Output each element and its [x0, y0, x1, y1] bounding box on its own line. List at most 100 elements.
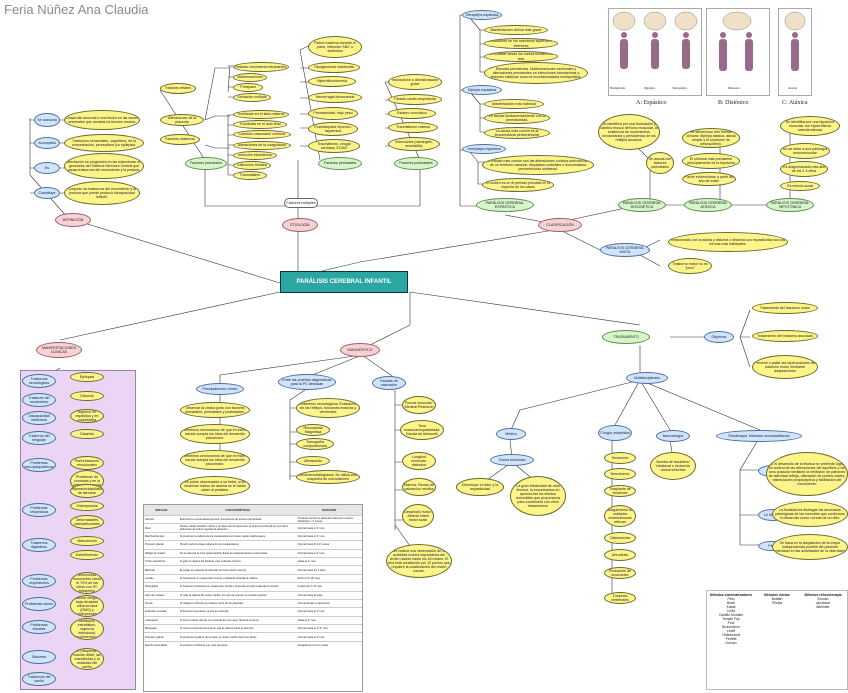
discinetica-node: PARÁLISIS CEREBRAL DISCINÉTICA: [618, 198, 666, 212]
table-cell: Moro: [144, 523, 179, 533]
table-cell: Normal hasta 9º-10º meses: [296, 540, 362, 550]
fig-cap-3: Tetraplejía: [672, 86, 687, 90]
cirugia-item: Fusiones vertebrales: [604, 592, 636, 604]
neuro-item-1: Bomba de baclofeno intratecal o rizotomí…: [650, 452, 696, 480]
cirugia-item: Osteotomías: [604, 532, 636, 544]
center-title: PARÁLISIS CEREBRAL INFANTIL: [280, 271, 408, 293]
manifestacion-key: Problemas neuropsiquiátricos: [22, 458, 56, 472]
clinico-item-2: Debemos cerciorarnos de que el recién na…: [180, 424, 250, 444]
fetal-item-1: Retardo crecimiento intrauterino: [233, 62, 289, 72]
espastica-node: PARÁLISIS CEREBRAL ESPÁSTICA: [476, 198, 534, 212]
manifestacion-key: Sialorrea: [22, 650, 56, 664]
escalas-node: Escalas de valoración: [372, 376, 406, 390]
peri-item-7: Traumatismo, cirugía cardíaca, ECMO: [308, 139, 360, 153]
peri-item-4: Hemorragia intracraneal: [308, 92, 362, 103]
manifestacion-key: Trastornos neurológicos: [22, 374, 56, 388]
table-cell: Prensión plantar: [144, 540, 179, 550]
disc-asoc: Se asocia con factores perinatales: [646, 152, 674, 174]
hipo-item-1: Se identifica por una hipotonía muscular…: [780, 116, 840, 136]
table-cell: Estímulo la mucosa labial provoca movimi…: [178, 514, 297, 524]
table-header-duracion: DURACIÓN: [296, 505, 362, 516]
fig-cap-4: Distonía: [728, 86, 740, 90]
table-cell: Presión sobre la base cabeza de los meta…: [178, 540, 297, 550]
cirugia-item: Trasplante de tendones: [604, 485, 636, 497]
manifestacion-value: Padecen riesgo de baja densidad mineral …: [70, 595, 104, 617]
medico-item-1: Disminuye el dolor y la espasticidad: [456, 478, 504, 496]
reflejos-table: REFLEJO CARACTERÍSTICAS DURACIÓN Succión…: [143, 504, 363, 692]
placenta-node: Alteraciones de la placenta: [160, 114, 204, 126]
table-cell: Recién nacido decúbito supino y se deja …: [178, 523, 297, 533]
prueba-item-2: Resonancia Magnética: [296, 424, 330, 436]
materno-item-3: Disfunción tiroidea: [233, 161, 271, 170]
multidisciplinario-node: Multidisciplinario: [626, 372, 668, 384]
table-cell: Normal hasta 15 días: [296, 590, 362, 600]
escala-item-3: Longitud muscular: distónica: [402, 452, 436, 470]
prueba-item-5: Electroencefalograma: Se utiliza ante so…: [296, 470, 360, 484]
dipl-item-3: La causa más común es la leucomalacia pe…: [484, 127, 550, 139]
fig-cap-5: Ataxia: [788, 86, 798, 90]
metodo-item: Holtebrandt: [722, 633, 740, 637]
manifestacion-value: Deformidades osteoarticulares: [70, 515, 104, 529]
table-cell: Ocular: [144, 598, 179, 608]
objetivos-node: Objetivos: [704, 331, 734, 343]
atax-item-1: Se diferencian tres formas clínicas: dip…: [682, 128, 740, 148]
perinatales-node: Factores perinatales: [318, 157, 362, 170]
tetra-item-2: Afectaciones en los miembros superiores …: [484, 38, 558, 49]
placenta-item-3: Cambios vasculares crónicos: [233, 130, 291, 139]
table-cell: Normal hasta el 4º mes: [296, 632, 362, 642]
fetal-item-3: Primipara: [233, 83, 263, 92]
manifestacion-key: Trastorno del movimiento: [22, 393, 56, 407]
table-cell: Ojos de muñeca: [144, 590, 179, 600]
objetivo-3: Prevenir o paliar las repercusiones del …: [752, 355, 818, 379]
metodo-item: Doman: [725, 641, 737, 645]
table-cell: Babinski: [144, 565, 179, 575]
hemi-node: Hemiplejía espástica: [462, 144, 506, 154]
fig-cap-1: Hemiplejía: [610, 86, 626, 90]
cirugia-item: Artrodesis: [604, 549, 636, 561]
clinico-item-4: Es pobre observación a su bebé, si se ob…: [180, 476, 250, 496]
neurocirugia-node: Neurocirugía: [656, 430, 690, 442]
post-item-2: Parada cardio-respiratoria: [388, 94, 442, 105]
manifestacion-key: Problemas visuales: [22, 620, 56, 634]
escala-item-5: Desarrollo motor: Alberta infant motor s…: [402, 504, 434, 528]
def-text-4: Conjunto de trastornos del movimiento y …: [64, 181, 140, 205]
author-name: Feria Núñez Ana Claudia: [4, 2, 149, 17]
def-key-1: Se ocasiona: [34, 113, 60, 127]
table-cell: Al tocar el dorso del pie con el borde d…: [178, 615, 297, 625]
post-item-3: Estatus convulsivo: [388, 108, 436, 119]
placenta-item-1: Trombosis en el lado materno: [233, 110, 289, 119]
metodo-item: Brunnstrom: [722, 625, 740, 629]
prueba-item-4: Ultrasonido: [296, 456, 330, 466]
cirugia-item: Neurotomía: [604, 468, 636, 480]
fig-label-a: A: Espástico: [636, 100, 667, 106]
table-cell: Al reflejar luz directa se produce cierr…: [178, 598, 297, 608]
manifestacion-key: Problemas respiratorios: [22, 574, 56, 588]
table-cell: Al sostener el bebé de pie, este da paso…: [178, 640, 297, 650]
table-cell: Se le estimula la zona paravertebral des…: [178, 548, 297, 558]
def-text-2: Trastornos sensoriales, cognitivos, de l…: [64, 134, 144, 152]
lemetayer-text: La finalidad es distinguir las anomalías…: [772, 501, 848, 527]
dipl-item-2: Se asocia fundamentalmente con la premat…: [484, 112, 550, 124]
table-cell: Al rozar la comisura de la boca, gira la…: [178, 624, 297, 633]
manifestacion-key: Trastornos digestivos: [22, 538, 56, 552]
metodo-item: Albhinter: [816, 605, 830, 609]
fetales-node: Factores fetales: [160, 83, 196, 94]
peri-item-5: Prematuridad, bajo peso: [308, 107, 358, 120]
medico-node: Médico: [496, 428, 526, 440]
metodo-item: Bobath: [771, 597, 783, 601]
peri-item-2: Hipoglucemia mantenida: [308, 62, 360, 73]
atax-item-2: El síntoma más prevalente principalmente…: [682, 153, 740, 169]
tetra-item-1: Manifestación clínica más grave: [484, 25, 548, 35]
